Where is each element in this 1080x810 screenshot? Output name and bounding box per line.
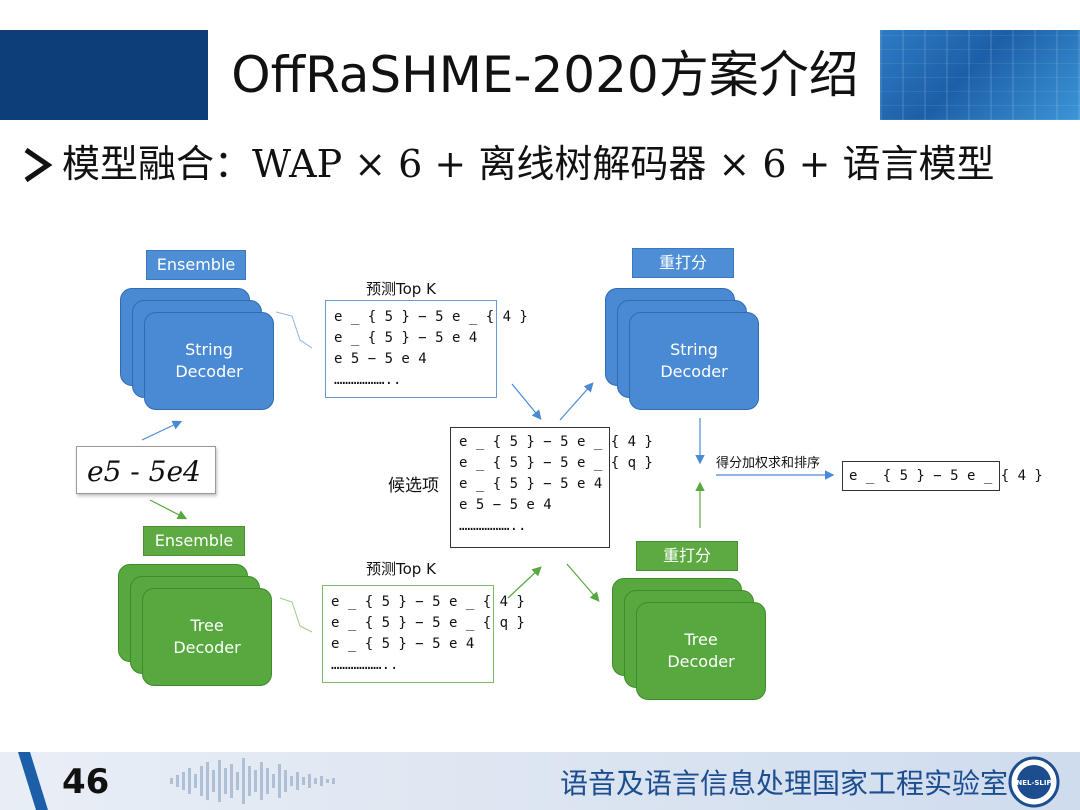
string-decoder-rescore-stack: String Decoder: [605, 288, 765, 412]
string-decoder-ensemble-stack: String Decoder: [120, 288, 280, 412]
lab-logo-icon: NEL-SLIP: [1008, 756, 1060, 808]
footer-bar: [0, 752, 1080, 810]
tree-decoder-line1: Tree: [684, 630, 718, 649]
logo-text: NEL-SLIP: [1016, 779, 1051, 787]
candidate-item: e _ { 5 } − 5 e _ { 4 }: [459, 434, 653, 450]
slide-title: OffRaSHME-2020方案介绍: [231, 46, 859, 104]
arrow-tree-topk-to-candidates: [507, 566, 542, 599]
string-decoder-line1: String: [670, 340, 718, 359]
ensemble-label-top: Ensemble: [146, 250, 246, 280]
rescore-label-top: 重打分: [632, 248, 734, 278]
arrow-string-topk-to-candidates: [511, 383, 542, 420]
predict-topk-label-top: 预测Top K: [366, 280, 436, 298]
predict-topk-label-bottom: 预测Top K: [366, 560, 436, 578]
bullet-text: 模型融合：WAP × 6 + 离线树解码器 × 6 + 语言模型: [62, 142, 995, 186]
tree-topk-item: e _ { 5 } − 5 e _ { q }: [331, 615, 525, 631]
candidate-item: ………………..: [459, 518, 527, 534]
weighted-sort-label: 得分加权求和排序: [716, 456, 821, 471]
arrow-candidates-to-tree-rescore: [566, 563, 600, 602]
tree-decoder-line2: Decoder: [667, 652, 735, 671]
final-result-box: e _ { 5 } − 5 e _ { 4 }: [842, 461, 1043, 491]
brace-string: [275, 311, 313, 349]
tree-topk-item: ………………..: [331, 657, 399, 673]
string-topk-item: e _ { 5 } − 5 e 4: [334, 330, 478, 346]
tree-topk-item: e _ { 5 } − 5 e 4: [331, 636, 475, 652]
footer-slash-decoration: [18, 752, 48, 810]
header-left-band: [0, 30, 208, 120]
candidate-item: e 5 − 5 e 4: [459, 497, 552, 513]
string-decoder-line1: String: [185, 340, 233, 359]
bullet-arrow-icon: [24, 147, 53, 183]
brace-tree: [279, 597, 313, 633]
final-result-text: e _ { 5 } − 5 e _ { 4 }: [849, 468, 1043, 484]
candidate-item: e _ { 5 } − 5 e _ { q }: [459, 455, 653, 471]
tree-decoder-ensemble-stack: Tree Decoder: [118, 564, 278, 688]
tree-decoder-line1: Tree: [190, 616, 224, 635]
string-topk-box: e _ { 5 } − 5 e _ { 4 } e _ { 5 } − 5 e …: [325, 300, 528, 398]
string-topk-item: e _ { 5 } − 5 e _ { 4 }: [334, 309, 528, 325]
tree-topk-box: e _ { 5 } − 5 e _ { 4 } e _ { 5 } − 5 e …: [322, 585, 525, 683]
page-number: 46: [62, 762, 110, 802]
rescore-label-bottom: 重打分: [636, 541, 738, 571]
candidate-item: e _ { 5 } − 5 e 4: [459, 476, 603, 492]
candidates-box: e _ { 5 } − 5 e _ { 4 } e _ { 5 } − 5 e …: [450, 427, 653, 548]
candidates-label: 候选项: [388, 476, 439, 496]
lab-name: 语音及语言信息处理国家工程实验室: [560, 767, 1009, 800]
arrow-candidates-to-string-rescore: [559, 382, 594, 421]
string-decoder-line2: Decoder: [175, 362, 243, 381]
tree-topk-item: e _ { 5 } − 5 e _ { 4 }: [331, 594, 525, 610]
tree-decoder-line2: Decoder: [173, 638, 241, 657]
string-topk-item: e 5 − 5 e 4: [334, 351, 427, 367]
string-topk-item: ………………..: [334, 372, 402, 388]
handwritten-formula: e5 - 5e4: [87, 455, 201, 488]
tree-decoder-rescore-stack: Tree Decoder: [612, 578, 772, 702]
arrow-input-to-string: [141, 420, 183, 441]
waveform-icon: [170, 758, 335, 804]
header-right-band: [880, 30, 1080, 120]
ensemble-label-bottom: Ensemble: [143, 526, 245, 556]
string-decoder-line2: Decoder: [660, 362, 728, 381]
arrow-input-to-tree: [149, 499, 188, 520]
handwritten-input-image: e5 - 5e4: [76, 446, 216, 494]
